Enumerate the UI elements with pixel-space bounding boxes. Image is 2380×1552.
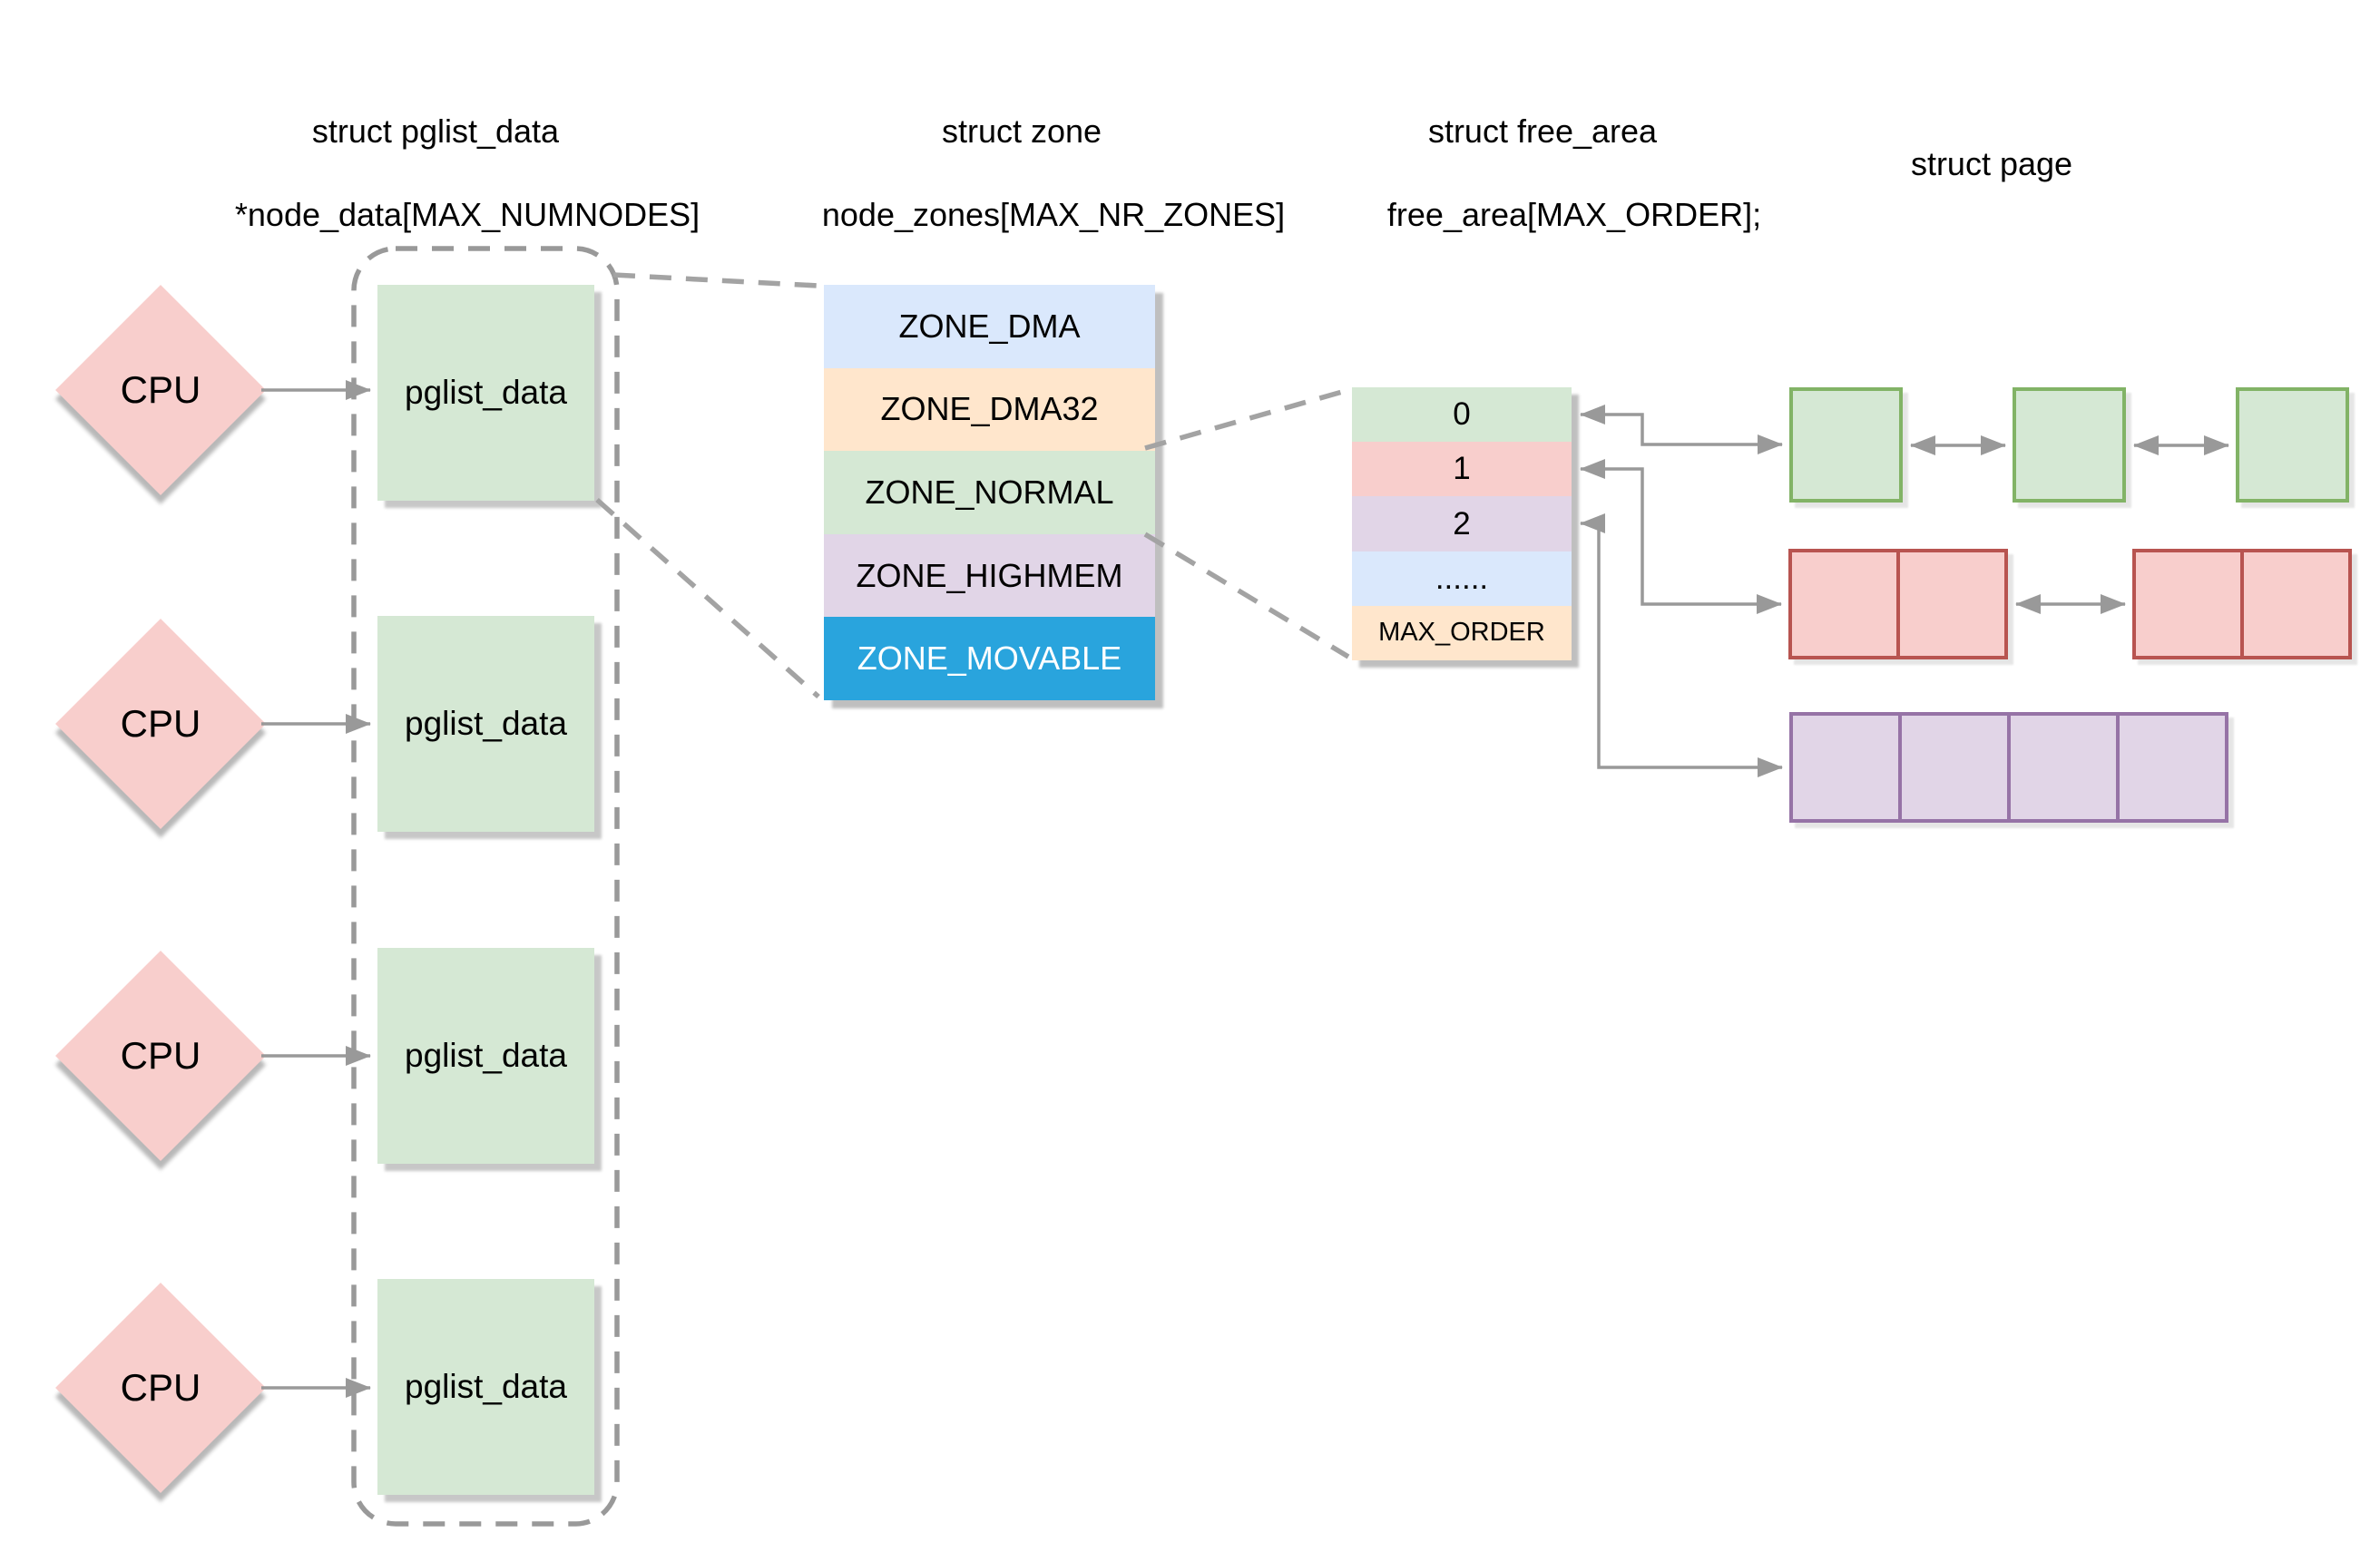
page-block-order1-1: [2132, 549, 2352, 659]
header-free-area-line1: struct free_area: [1427, 112, 1658, 150]
zone-table: ZONE_DMA ZONE_DMA32 ZONE_NORMAL ZONE_HIG…: [824, 285, 1155, 700]
zone-row-highmem: ZONE_HIGHMEM: [824, 533, 1155, 618]
header-zone-line1: struct zone: [941, 112, 1102, 150]
cpu-label-2: CPU: [120, 1034, 201, 1077]
pglist-data-box-1: pglist_data: [377, 616, 594, 832]
zone-to-freearea-dash-bottom: [1143, 532, 1350, 659]
freearea1-to-pages-connector: [1580, 459, 1782, 614]
header-free-area-line2: free_area[MAX_ORDER];: [1386, 196, 1762, 233]
pglist-to-zone-dash-top: [612, 272, 819, 288]
zone-row-normal: ZONE_NORMAL: [824, 451, 1155, 534]
page-block-order2-0: [1789, 712, 2228, 823]
zone-row-dma32-label: ZONE_DMA32: [880, 390, 1099, 428]
free-area-row-2-label: 2: [1453, 505, 1471, 542]
page-cell: [2244, 552, 2348, 656]
free-area-row-ellipsis-label: ......: [1435, 560, 1489, 596]
free-area-row-0: 0: [1352, 387, 1572, 443]
page-cell: [1902, 716, 2011, 819]
zone-to-freearea-dash-top: [1144, 387, 1349, 451]
pglist-data-label-3: pglist_data: [405, 1368, 567, 1405]
pglist-data-label-1: pglist_data: [405, 705, 567, 742]
zone-row-highmem-label: ZONE_HIGHMEM: [856, 556, 1123, 594]
free-area-row-max-order-label: MAX_ORDER: [1378, 618, 1545, 648]
pglist-data-box-0: pglist_data: [377, 285, 594, 501]
free-area-row-ellipsis: ......: [1352, 551, 1572, 606]
header-pglist-data: struct pglist_data *node_data[MAX_NUMNOD…: [158, 111, 713, 236]
page-cell: [2011, 716, 2120, 819]
header-zone: struct zone node_zones[MAX_NR_ZONES]: [744, 111, 1299, 236]
zone-row-movable-label: ZONE_MOVABLE: [857, 639, 1122, 678]
cpu-label-3: CPU: [120, 1366, 201, 1409]
page-block-order1-0: [1788, 549, 2008, 659]
pglist-data-box-2: pglist_data: [377, 948, 594, 1164]
header-pglist-line2: *node_data[MAX_NUMNODES]: [234, 196, 700, 233]
free-area-row-2: 2: [1352, 496, 1572, 551]
pglist-data-label-0: pglist_data: [405, 374, 567, 411]
page-block-order0-1: [2013, 387, 2126, 503]
cpu-label-1: CPU: [120, 702, 201, 745]
pglist-data-box-3: pglist_data: [377, 1279, 594, 1495]
zone-row-dma32: ZONE_DMA32: [824, 367, 1155, 452]
zone-row-movable: ZONE_MOVABLE: [824, 617, 1155, 700]
page-block-order0-0: [1789, 387, 1903, 503]
page-cell: [1793, 716, 1902, 819]
zone-row-normal-label: ZONE_NORMAL: [865, 473, 1114, 511]
header-struct-page: struct page: [1719, 143, 2264, 185]
page-cell: [2136, 552, 2244, 656]
freearea0-to-pages-connector: [1580, 405, 1783, 454]
zone-row-dma: ZONE_DMA: [824, 285, 1155, 368]
cpu-label-0: CPU: [120, 368, 201, 411]
page-cell: [2120, 716, 2225, 819]
page-cell: [1792, 552, 1900, 656]
free-area-row-max-order: MAX_ORDER: [1352, 605, 1572, 661]
header-pglist-line1: struct pglist_data: [311, 112, 560, 150]
free-area-row-1: 1: [1352, 442, 1572, 497]
freearea2-to-pages-connector: [1580, 513, 1783, 777]
pglist-data-label-2: pglist_data: [405, 1037, 567, 1074]
free-area-row-1-label: 1: [1453, 451, 1471, 487]
zone-row-dma-label: ZONE_DMA: [898, 307, 1081, 345]
pglist-to-zone-dash-bottom: [595, 497, 820, 699]
page-block-order0-2: [2236, 387, 2349, 503]
free-area-row-0-label: 0: [1453, 396, 1471, 433]
header-zone-line2: node_zones[MAX_NR_ZONES]: [821, 196, 1286, 233]
free-area-table: 0 1 2 ...... MAX_ORDER: [1352, 387, 1572, 661]
header-struct-page-line1: struct page: [1910, 145, 2073, 182]
header-free-area: struct free_area free_area[MAX_ORDER];: [1270, 111, 1815, 236]
page-cell: [1900, 552, 2004, 656]
